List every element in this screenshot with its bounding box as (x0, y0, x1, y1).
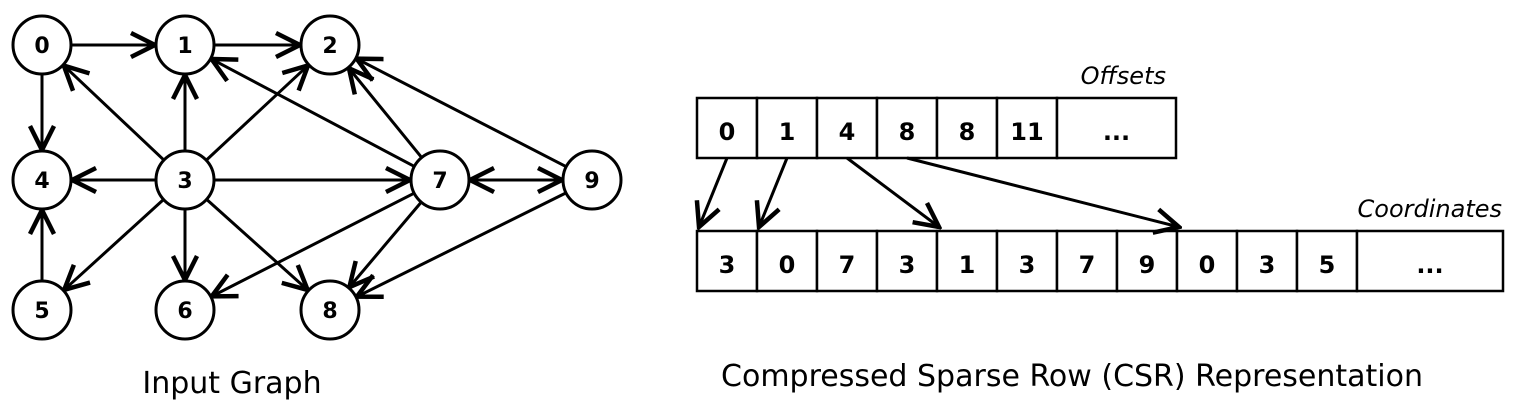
node-label: 2 (322, 34, 337, 59)
offset-value: 11 (1010, 118, 1043, 146)
node-label: 9 (584, 169, 599, 194)
node-label: 7 (432, 169, 447, 194)
graph-node-2: 2 (299, 14, 361, 76)
coordinate-value: 7 (839, 251, 856, 279)
coordinate-value: 3 (899, 251, 916, 279)
coordinate-cell (1175, 229, 1239, 293)
coordinate-value: ... (1416, 251, 1443, 279)
pointer-arrow-1 (759, 157, 789, 227)
edge-9-to-2 (357, 59, 567, 169)
node-circle (11, 279, 73, 341)
graph-node-5: 5 (11, 279, 73, 341)
pointer-arrow-3 (906, 156, 1179, 227)
offset-cell (815, 96, 879, 160)
edge-3-to-2 (205, 65, 308, 162)
graph-node-9: 9 (561, 149, 623, 211)
coordinate-cell (1055, 229, 1119, 293)
coordinates-array: 3 0 7 3 1 3 7 9 0 3 5... (695, 229, 1505, 293)
node-label: 6 (177, 299, 192, 324)
coordinate-value: 3 (719, 251, 736, 279)
coordinate-value: 0 (1199, 251, 1216, 279)
node-label: 5 (34, 299, 49, 324)
coordinate-value: 0 (779, 251, 796, 279)
coordinate-cell (1115, 229, 1179, 293)
coordinates-label: Coordinates (1358, 195, 1503, 223)
pointer-arrows (699, 156, 1179, 227)
edge-3-to-8 (205, 198, 308, 290)
offset-cell (695, 96, 759, 160)
graph-node-4: 4 (11, 149, 73, 211)
node-label: 8 (322, 299, 337, 324)
node-circle (299, 279, 361, 341)
offsets-label: Offsets (1081, 62, 1166, 90)
coordinate-cell (1355, 229, 1505, 293)
node-circle (154, 279, 216, 341)
coordinate-value: 1 (959, 251, 976, 279)
coordinate-cell (935, 229, 999, 293)
node-circle (409, 149, 471, 211)
edge-3-to-5 (64, 198, 165, 290)
coordinate-cell (1235, 229, 1299, 293)
coordinate-value: 7 (1079, 251, 1096, 279)
coordinate-value: 3 (1259, 251, 1276, 279)
node-circle (11, 149, 73, 211)
edge-7-to-2 (349, 68, 423, 159)
node-label: 0 (34, 34, 49, 59)
graph-nodes: 0 1 2 3 4 5 6 7 8 9 (11, 14, 623, 341)
offset-cell (1055, 96, 1178, 160)
offset-value: 8 (899, 118, 916, 146)
node-circle (561, 149, 623, 211)
offset-cell (935, 96, 999, 160)
offset-value: 4 (839, 118, 856, 146)
graph-edges (42, 45, 567, 297)
edge-7-to-8 (349, 201, 423, 287)
graph-node-3: 3 (154, 149, 216, 211)
edge-7-to-1 (212, 59, 416, 168)
coordinate-value: 9 (1139, 251, 1156, 279)
graph-caption: Input Graph (142, 366, 321, 401)
coordinate-value: 5 (1319, 251, 1336, 279)
offset-value: ... (1103, 118, 1130, 146)
graph-node-6: 6 (154, 279, 216, 341)
coordinate-value: 3 (1019, 251, 1036, 279)
coordinate-cell (755, 229, 819, 293)
node-circle (299, 14, 361, 76)
offset-value: 1 (779, 118, 796, 146)
graph-node-1: 1 (154, 14, 216, 76)
graph-node-8: 8 (299, 279, 361, 341)
graph-node-7: 7 (409, 149, 471, 211)
edge-9-to-8 (357, 191, 567, 297)
edge-3-to-0 (64, 66, 165, 162)
offset-value: 8 (959, 118, 976, 146)
edge-7-to-6 (212, 191, 415, 296)
graph-node-0: 0 (11, 14, 73, 76)
coordinate-cell (695, 229, 759, 293)
node-label: 4 (34, 169, 49, 194)
csr-caption: Compressed Sparse Row (CSR) Representati… (721, 359, 1423, 394)
node-label: 3 (177, 169, 192, 194)
pointer-arrow-0 (699, 157, 729, 227)
node-circle (154, 149, 216, 211)
node-circle (11, 14, 73, 76)
offset-cell (995, 96, 1059, 160)
node-circle (154, 14, 216, 76)
offsets-array: 0 1 4 8 8 11... (695, 96, 1178, 160)
node-label: 1 (177, 34, 192, 59)
coordinate-cell (815, 229, 879, 293)
offset-value: 0 (719, 118, 736, 146)
coordinate-cell (995, 229, 1059, 293)
pointer-arrow-2 (846, 156, 939, 227)
